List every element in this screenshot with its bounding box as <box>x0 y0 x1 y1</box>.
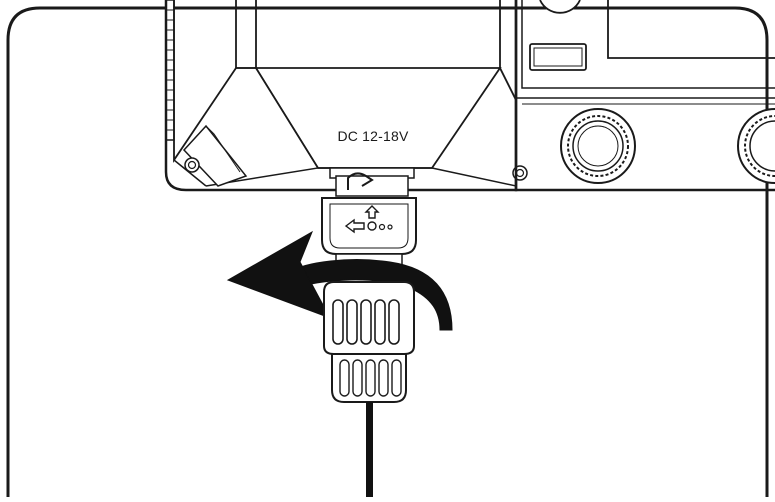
knob-icon <box>737 108 775 184</box>
plug-collar <box>321 197 417 255</box>
unlock-dot-icon <box>367 221 377 231</box>
power-cable <box>366 402 373 497</box>
knob-icon <box>560 108 636 184</box>
outer-frame <box>6 6 769 497</box>
port-voltage-label: DC 12-18V <box>337 128 409 144</box>
plug-sleeve <box>323 281 415 355</box>
rotate-ccw-arrow-icon <box>226 230 453 331</box>
screw-icon <box>184 157 200 173</box>
dc-socket <box>329 167 415 197</box>
dot-icon <box>378 223 386 231</box>
panel-button <box>529 43 587 71</box>
arrow-up-icon <box>364 205 380 219</box>
arrow-left-icon <box>344 218 365 234</box>
plug-body <box>331 353 407 403</box>
dot-icon <box>387 224 393 230</box>
device-body <box>164 0 775 192</box>
